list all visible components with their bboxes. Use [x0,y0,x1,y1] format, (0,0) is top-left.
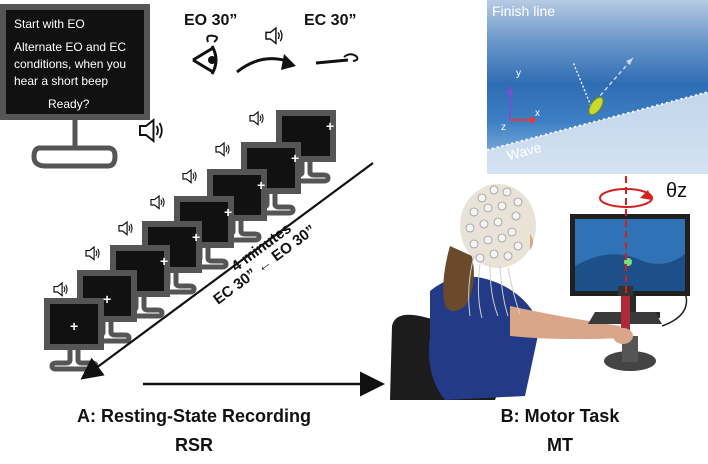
speaker-icon [85,246,100,261]
axis-x-label: x [535,108,540,119]
participant-photo [390,176,708,400]
speaker-icon [249,111,264,126]
speaker-icon [53,282,68,297]
instruction-monitor [0,4,150,169]
eye-closed-icon [315,53,359,65]
plus-icon: + [291,150,300,166]
plus-icon: + [70,318,79,334]
instruction-line: Ready? [48,97,90,111]
instruction-line: hear a short beep [14,74,109,88]
instruction-line: conditions, when you [14,57,127,71]
curved-arrow-icon [236,54,296,74]
scene-graphics [487,57,708,174]
speaker-icon [150,195,165,210]
eo-label: EO 30” [184,12,238,29]
axis-y-label: y [516,68,521,79]
plus-icon: + [224,204,233,220]
rotation-label: θz [666,180,688,202]
ec-label: EC 30” [304,12,357,29]
plus-icon: + [257,177,266,193]
plus-icon: + [326,118,335,134]
caption-a-abbr: RSR [174,435,213,455]
speaker-icon [182,169,197,184]
axis-z-label: z [501,122,506,133]
speaker-icon [215,142,230,157]
speaker-icon [118,221,133,236]
plus-icon: + [192,229,201,245]
instruction-text: Start with EO Alternate EO and EC condit… [14,16,144,113]
virtual-scene-panel: Finish line Wave y x z [487,0,708,174]
speaker-icon [265,27,283,45]
eye-open-icon [192,34,218,75]
timeline-line [80,162,374,380]
speaker-icon [139,119,163,142]
caption-b-abbr: MT [547,435,573,455]
instruction-line: Start with EO [14,17,85,31]
plus-icon: + [103,291,112,307]
caption-a-title: A: Resting-State Recording [76,406,312,426]
finish-line-label: Finish line [492,3,556,19]
plus-icon: + [160,253,169,269]
instruction-line: Alternate EO and EC [14,40,127,54]
caption-b-title: B: Motor Task [500,406,620,426]
